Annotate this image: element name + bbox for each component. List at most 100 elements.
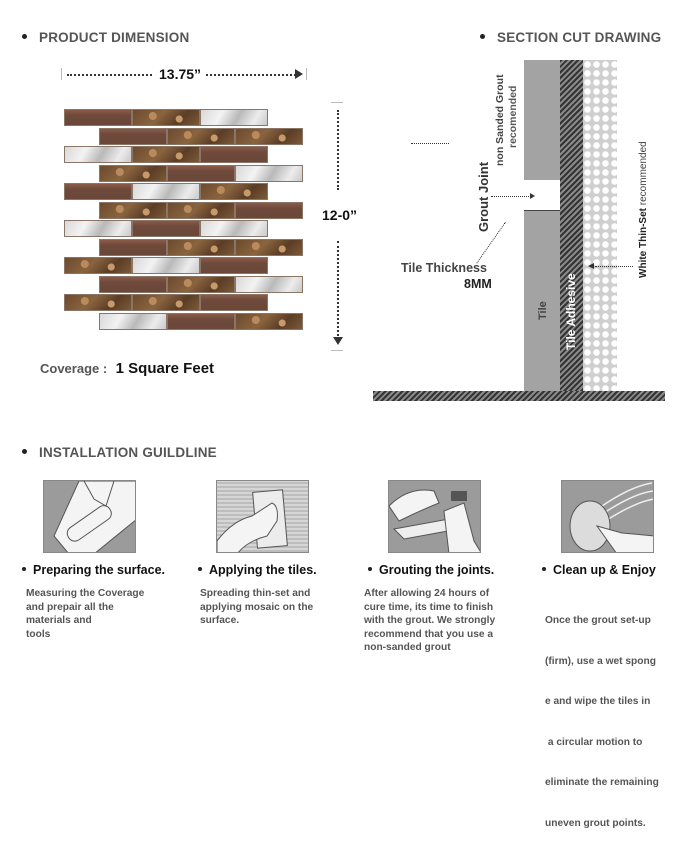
desc-line: recommend that you use a (364, 628, 494, 640)
width-dimension-tick-left (61, 68, 62, 80)
tile-alu (64, 220, 132, 237)
tile-marble (132, 146, 200, 163)
substrate-base (373, 391, 665, 401)
tile-glass (235, 201, 303, 219)
coverage-value: 1 Square Feet (115, 360, 215, 377)
tile-alu (64, 146, 132, 163)
height-dimension-line-bottom (337, 241, 339, 336)
bullet-icon (22, 566, 26, 571)
desc-line: tools (26, 628, 51, 640)
thinset-pointer (595, 266, 633, 267)
desc-line: cure time, its time to finish (364, 601, 494, 613)
thinset-label: White Thin-Set recommended (638, 141, 649, 278)
step-applying-desc: Spreading thin-set and applying mosaic o… (200, 587, 313, 628)
bullet-icon (368, 566, 372, 571)
bullet-icon (198, 566, 202, 571)
tile-marble (99, 164, 167, 182)
tile-glass (200, 146, 268, 163)
tile-row (64, 183, 268, 200)
thinset-label-bold: White Thin-Set (638, 208, 649, 278)
grout-note-line2: recomended (507, 85, 519, 148)
product-dimension-heading: PRODUCT DIMENSION (22, 30, 189, 45)
applying-tiles-illustration (216, 480, 309, 553)
tile-marble (64, 294, 132, 311)
tile-alu (235, 275, 303, 293)
tile-glass (167, 312, 235, 330)
width-dimension-label: 13.75” (159, 66, 202, 82)
tile-row (99, 201, 303, 219)
desc-line: materials and (26, 615, 92, 626)
tile-glass (99, 238, 167, 256)
desc-line: (firm), use a wet spong (545, 655, 656, 667)
clean-up-illustration (561, 480, 654, 553)
tile-label: Tile (537, 301, 549, 320)
tile-marble (132, 294, 200, 311)
tile-row (99, 238, 303, 256)
tile-row (64, 109, 268, 126)
step-cleanup-title: Clean up & Enjoy (542, 563, 656, 577)
tile-glass (64, 183, 132, 200)
tile-thickness-label: Tile Thickness (401, 261, 487, 275)
bullet-icon (22, 33, 27, 39)
step-preparing-desc: Measuring the Coverage and prepair all t… (26, 587, 144, 641)
step-title-text: Preparing the surface. (33, 563, 165, 577)
desc-line: applying mosaic on the (200, 601, 314, 613)
tile-marble (167, 201, 235, 219)
section-cut-heading: SECTION CUT DRAWING (480, 30, 661, 45)
coverage-label: Coverage : (40, 361, 108, 376)
installation-heading: INSTALLATION GUILDLINE (22, 445, 217, 460)
desc-line: After allowing 24 hours of (364, 588, 490, 599)
desc-line: Measuring the Coverage (26, 588, 145, 599)
desc-line: eliminate the remaining (545, 777, 659, 788)
tile-glass (99, 275, 167, 293)
arrow-right-icon (530, 193, 535, 199)
tile-glass (132, 220, 200, 237)
desc-line: and prepair all the (26, 601, 114, 613)
tile-row (99, 127, 303, 145)
tile-glass (99, 127, 167, 145)
section-leader-line (411, 143, 449, 144)
bullet-icon (542, 566, 546, 571)
upper-tile-section (524, 60, 560, 180)
tile-marble (167, 238, 235, 256)
tile-marble (64, 257, 132, 274)
tile-alu (200, 220, 268, 237)
arrow-left-icon (588, 263, 594, 269)
tile-marble (167, 127, 235, 145)
tile-alu (99, 312, 167, 330)
step-grouting-desc: After allowing 24 hours of cure time, it… (364, 587, 495, 655)
installation-title: INSTALLATION GUILDLINE (39, 445, 217, 460)
height-dimension-line-top (337, 110, 339, 190)
arrow-down-icon (333, 337, 343, 345)
tile-adhesive-layer (560, 60, 583, 392)
coverage-info: Coverage : 1 Square Feet (40, 360, 214, 378)
width-dimension-line-left (67, 74, 152, 76)
tile-row (99, 164, 303, 182)
tile-row (64, 257, 268, 274)
height-dimension-tick-top (331, 102, 343, 103)
tile-alu (235, 164, 303, 182)
grouting-joints-illustration (388, 480, 481, 553)
bullet-icon (480, 33, 485, 39)
tile-marble (99, 201, 167, 219)
step-title-text: Grouting the joints. (379, 563, 495, 577)
step-title-text: Clean up & Enjoy (553, 563, 656, 577)
tile-row (64, 146, 268, 163)
tile-thickness-value: 8MM (464, 277, 492, 291)
tile-alu (132, 257, 200, 274)
tile-marble (132, 109, 200, 126)
step-applying-title: Applying the tiles. (198, 563, 317, 577)
step-preparing-title: Preparing the surface. (22, 563, 165, 577)
tile-adhesive-label: Tile Adhesive (564, 273, 578, 350)
tile-row (64, 294, 268, 311)
bullet-icon (22, 448, 27, 454)
grout-note-line1: non Sanded Grout (494, 74, 506, 166)
thinset-label-note: recommended (638, 141, 649, 206)
tile-row (99, 275, 303, 293)
width-dimension-tick-right (306, 68, 307, 80)
tile-marble (167, 275, 235, 293)
tile-alu (132, 183, 200, 200)
grout-joint-pointer (491, 196, 529, 197)
step-title-text: Applying the tiles. (209, 563, 317, 577)
height-dimension-label: 12-0” (322, 207, 358, 223)
